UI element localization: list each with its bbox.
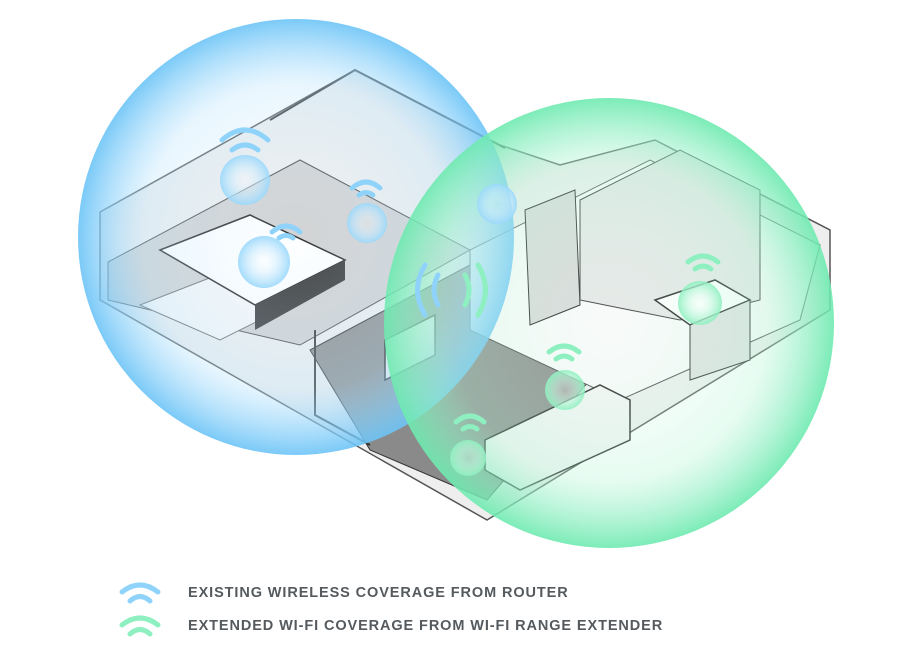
extender-coverage-sphere bbox=[384, 98, 834, 548]
wifi-icon bbox=[119, 615, 161, 637]
legend-label: EXISTING WIRELESS COVERAGE FROM ROUTER bbox=[188, 585, 569, 601]
wifi-icon bbox=[269, 223, 303, 241]
wifi-icon bbox=[219, 127, 271, 153]
legend-label: EXTENDED WI-FI COVERAGE FROM WI-FI RANGE… bbox=[188, 618, 664, 634]
wifi-icon bbox=[685, 253, 721, 272]
wifi-icon bbox=[119, 582, 161, 604]
wifi-icon bbox=[453, 413, 487, 432]
wifi-icon bbox=[546, 343, 582, 362]
device-glows bbox=[220, 155, 722, 476]
legend-item-extender: EXTENDED WI-FI COVERAGE FROM WI-FI RANGE… bbox=[118, 613, 663, 639]
extender-signal-icon bbox=[415, 262, 488, 318]
legend-item-router: EXISTING WIRELESS COVERAGE FROM ROUTER bbox=[118, 580, 569, 606]
wifi-icon bbox=[349, 179, 383, 198]
